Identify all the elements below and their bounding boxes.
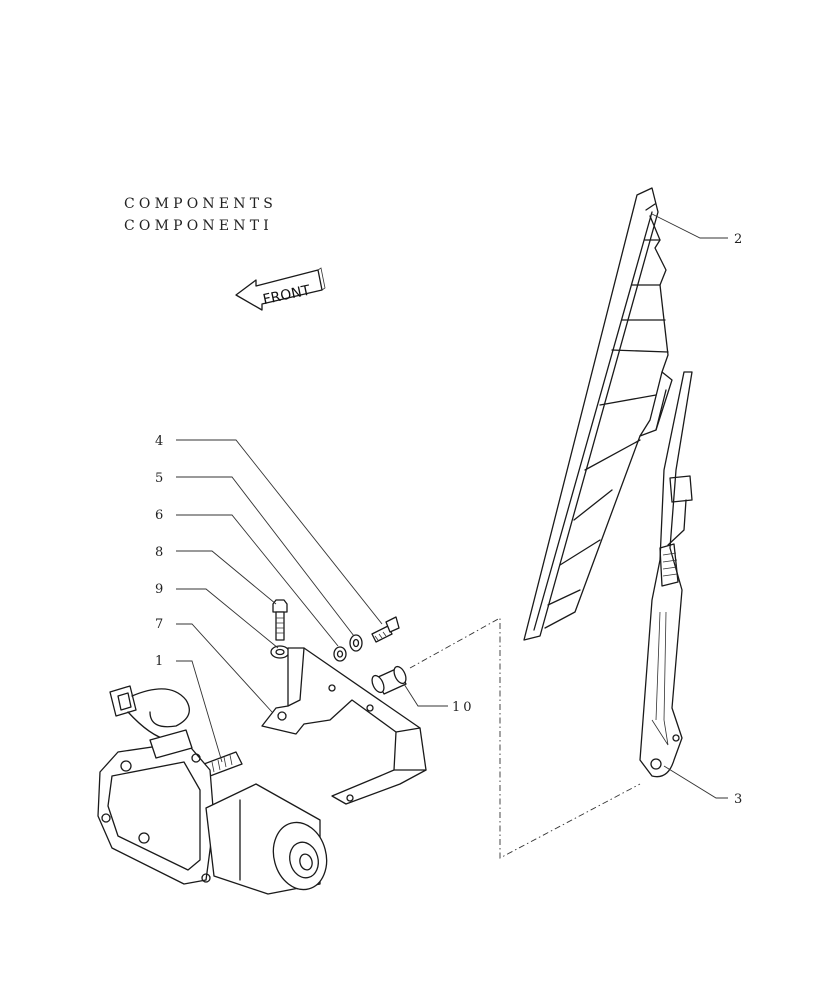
wiper-arm xyxy=(639,371,693,778)
bolt xyxy=(272,599,288,641)
callout-9: 9 xyxy=(155,582,163,597)
callout-8: 8 xyxy=(155,545,163,560)
callout-numbers: 4 5 6 8 9 7 1 2 3 10 xyxy=(155,232,742,807)
washer-9 xyxy=(270,645,290,659)
callout-10: 10 xyxy=(452,700,475,715)
callout-7: 7 xyxy=(155,617,163,632)
washer-5 xyxy=(349,634,363,652)
mounting-bracket xyxy=(261,647,427,805)
callout-2: 2 xyxy=(734,232,742,247)
spacer xyxy=(371,665,407,695)
wiper-blade xyxy=(523,187,673,641)
callout-1: 1 xyxy=(155,654,163,669)
leader-lines xyxy=(176,213,728,799)
title-line-1: COMPONENTS xyxy=(124,196,278,212)
front-arrow: FRONT xyxy=(235,267,326,311)
callout-6: 6 xyxy=(155,508,163,523)
washer-6 xyxy=(333,646,347,662)
assembly-line xyxy=(409,617,641,859)
callout-3: 3 xyxy=(734,792,742,807)
callout-4: 4 xyxy=(155,434,163,449)
screw xyxy=(371,616,400,643)
wiper-motor xyxy=(97,685,328,895)
front-label: FRONT xyxy=(262,282,313,308)
callout-5: 5 xyxy=(155,471,163,486)
title-line-2: COMPONENTI xyxy=(124,218,274,234)
